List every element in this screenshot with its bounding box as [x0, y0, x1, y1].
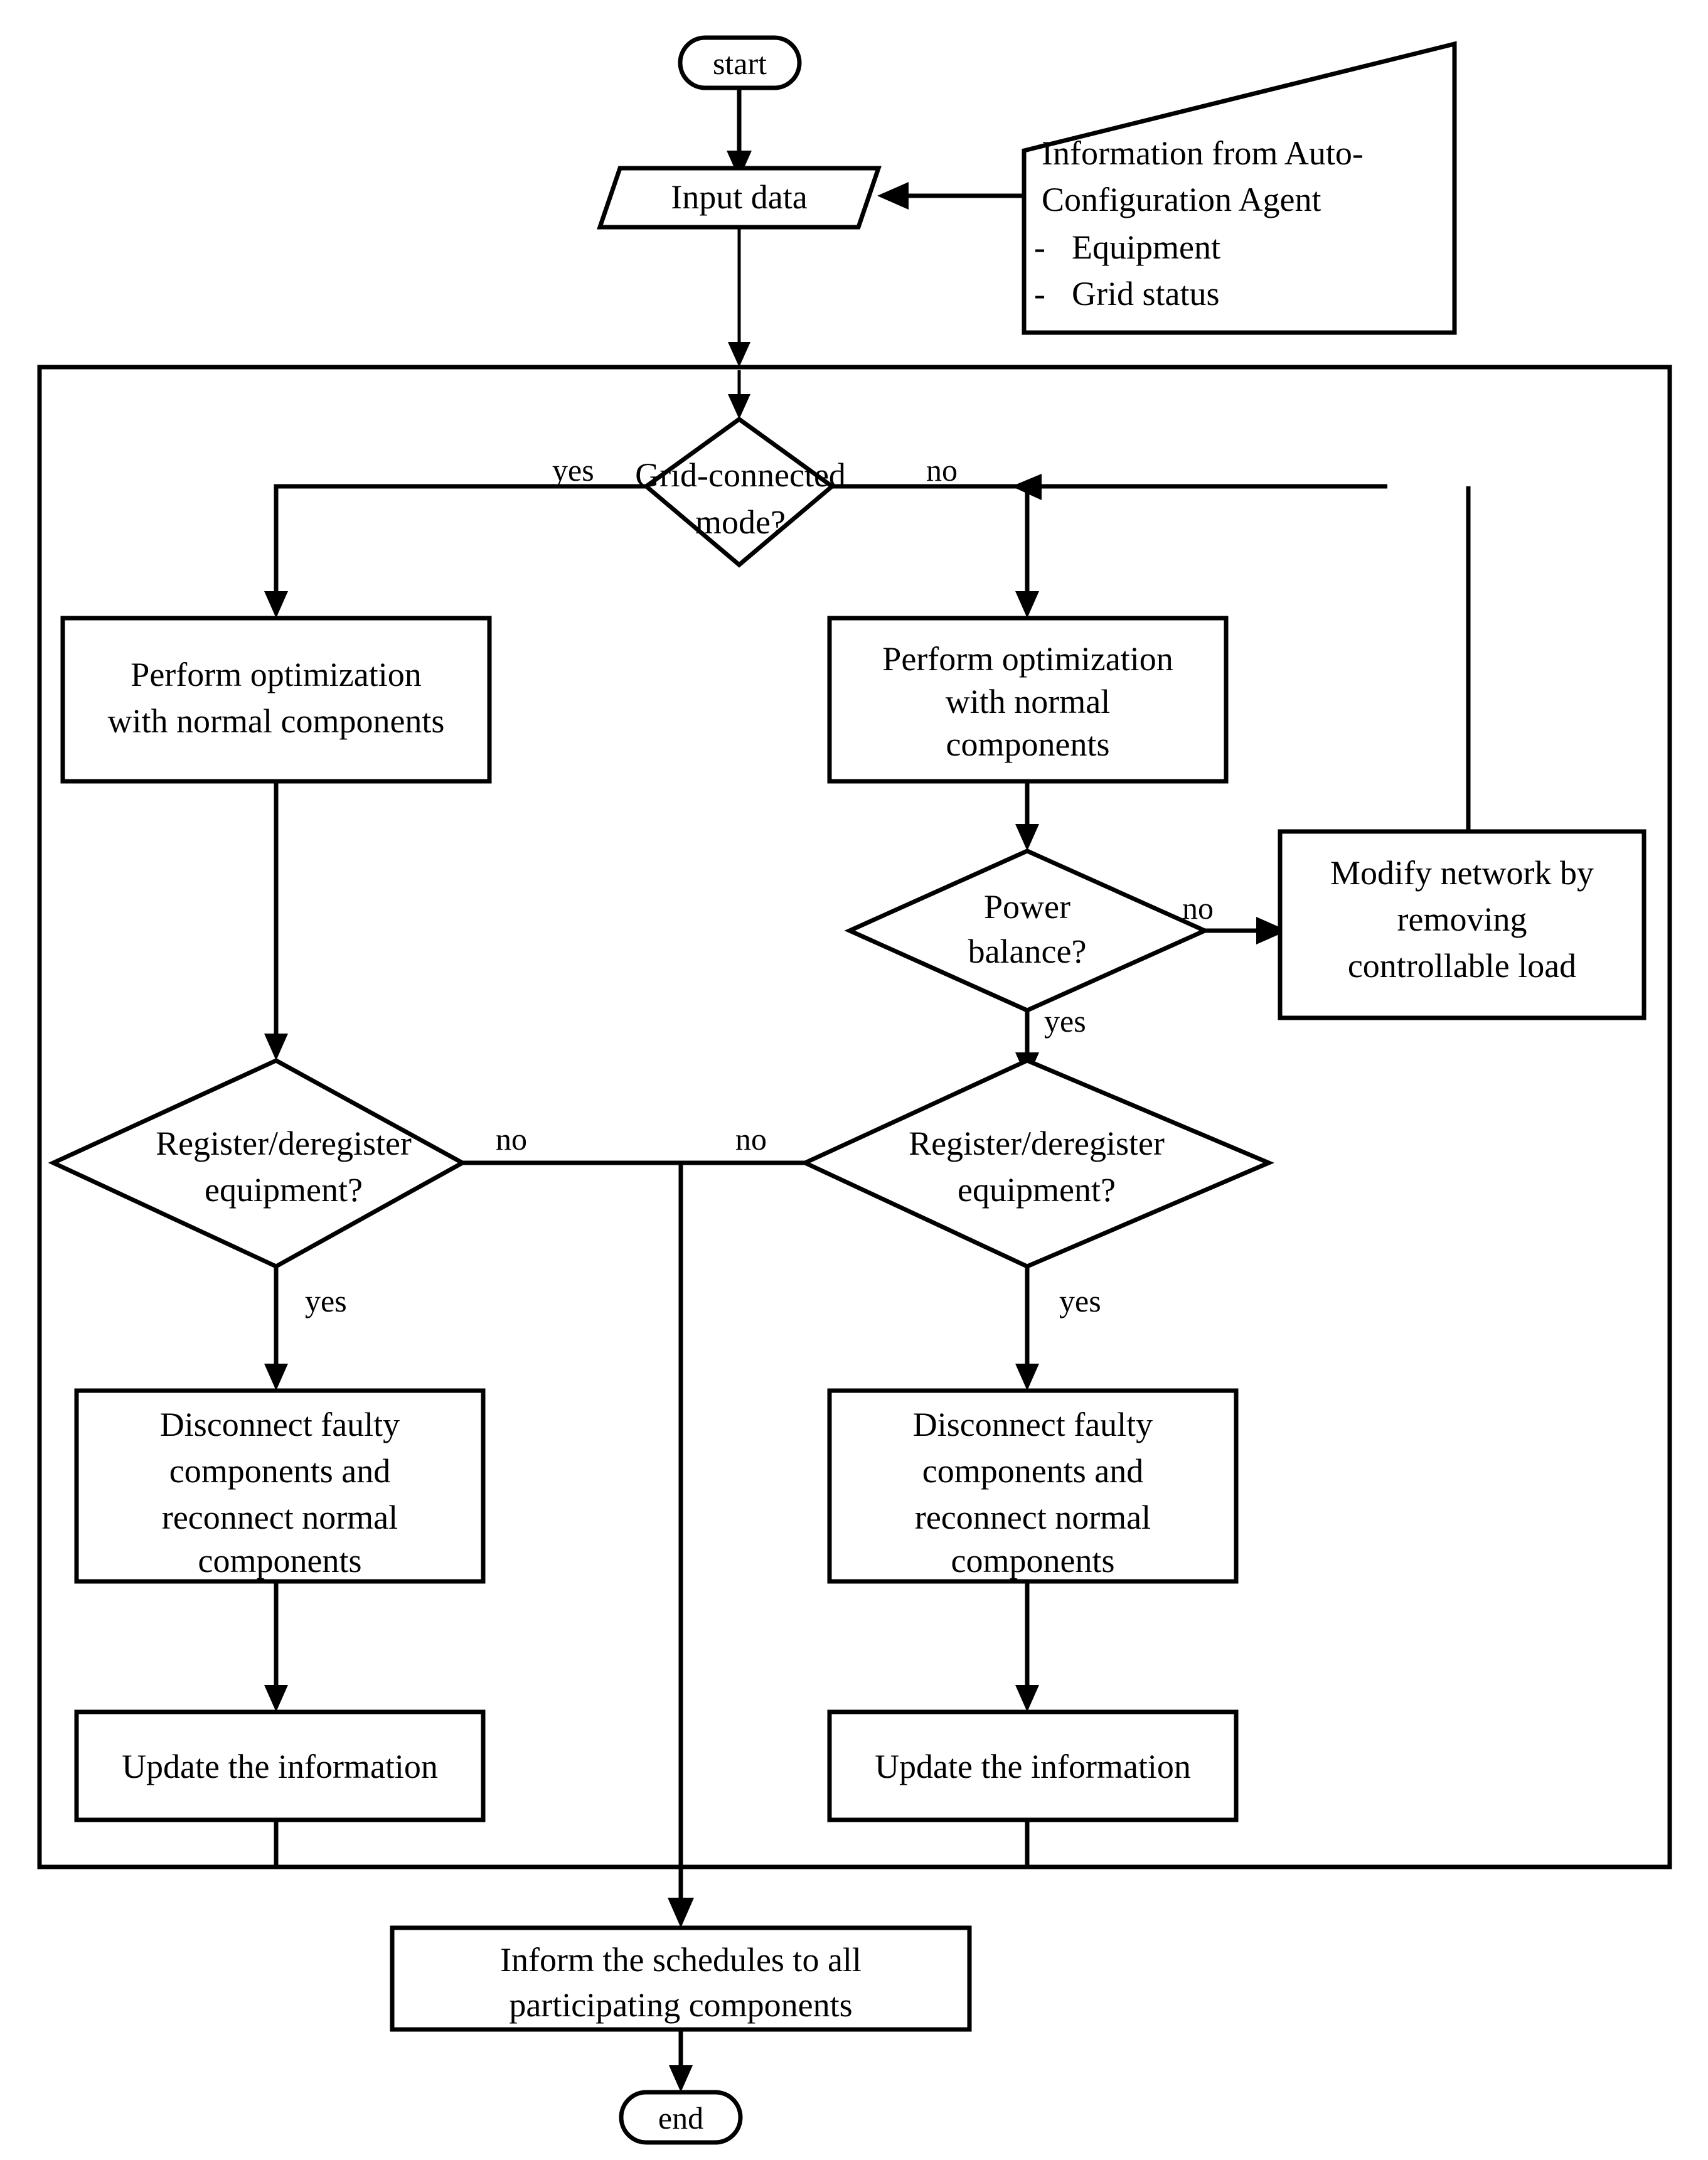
node-inform-schedules[interactable]: Inform the schedules to all participatin…: [390, 1925, 972, 2032]
edge-grid-yes: [264, 484, 646, 618]
edge-regright-yes: [1015, 1266, 1039, 1391]
edge-regleft-yes: [264, 1266, 288, 1391]
update-right-label: Update the information: [875, 1748, 1191, 1785]
power-balance-line1: Power: [984, 888, 1070, 926]
edge-grid-no: [832, 474, 1387, 618]
edge-label-grid-no: no: [926, 452, 958, 488]
node-end[interactable]: end: [619, 2090, 743, 2145]
outer-loop-border: [37, 365, 1672, 1869]
edge-label-register-right-no: no: [735, 1121, 767, 1157]
info-source-bullet2-text: Grid status: [1072, 275, 1220, 313]
disconnect-right-line2: components and: [922, 1452, 1143, 1490]
node-input-data[interactable]: Input data: [597, 166, 882, 230]
update-left-label: Update the information: [122, 1748, 438, 1785]
node-modify-network[interactable]: Modify network by removing controllable …: [1278, 829, 1647, 1020]
edge-label-register-left-yes: yes: [305, 1283, 347, 1318]
edge-inform-to-end: [669, 2029, 693, 2092]
edge-optleft-to-regleft: [264, 781, 288, 1061]
edge-start-to-input: [727, 88, 752, 179]
optimize-left-line1: Perform optimization: [131, 656, 421, 693]
node-optimize-left[interactable]: Perform optimization with normal compone…: [60, 616, 492, 784]
disconnect-right-line4: components: [951, 1542, 1115, 1580]
disconnect-left-line2: components and: [169, 1452, 390, 1490]
modify-network-line2: removing: [1397, 901, 1527, 938]
node-register-right-decision[interactable]: Register/deregister equipment?: [799, 1058, 1274, 1269]
edge-discright-to-updright: [1015, 1581, 1039, 1712]
edge-label-power-no: no: [1182, 890, 1214, 926]
node-info-source[interactable]: Information from Auto- Configuration Age…: [1022, 41, 1457, 335]
edge-register-no-merge: [462, 1160, 805, 1928]
modify-network-line1: Modify network by: [1330, 854, 1594, 892]
node-start[interactable]: start: [678, 35, 802, 90]
node-update-left[interactable]: Update the information: [74, 1709, 486, 1822]
grid-connected-line1: Grid-connected: [635, 456, 846, 494]
start-label: start: [713, 46, 767, 81]
register-right-line1: Register/deregister: [909, 1125, 1165, 1162]
power-balance-line2: balance?: [968, 933, 1087, 970]
edge-label-power-yes: yes: [1044, 1003, 1086, 1039]
register-left-line2: equipment?: [205, 1171, 363, 1209]
node-disconnect-left[interactable]: Disconnect faulty components and reconne…: [74, 1388, 486, 1584]
modify-network-line3: controllable load: [1348, 947, 1576, 985]
input-data-label: Input data: [671, 178, 807, 216]
edge-discleft-to-updleft: [264, 1581, 288, 1712]
edge-label-register-left-no: no: [496, 1121, 527, 1157]
inform-line1: Inform the schedules to all: [500, 1941, 862, 1979]
end-label: end: [658, 2100, 703, 2136]
edge-optright-to-power: [1015, 781, 1039, 851]
optimize-right-line2: with normal: [946, 683, 1110, 720]
node-optimize-right[interactable]: Perform optimization with normal compone…: [827, 616, 1229, 784]
optimize-left-line2: with normal components: [108, 702, 445, 740]
node-power-balance-decision[interactable]: Power balance?: [844, 848, 1210, 1013]
register-right-line2: equipment?: [958, 1171, 1116, 1209]
inform-line2: participating components: [509, 1986, 852, 2024]
edge-label-register-right-yes: yes: [1059, 1283, 1101, 1318]
info-source-line2: Configuration Agent: [1042, 181, 1321, 218]
disconnect-right-line3: reconnect normal: [915, 1499, 1151, 1536]
disconnect-left-line3: reconnect normal: [162, 1499, 398, 1536]
node-disconnect-right[interactable]: Disconnect faulty components and reconne…: [827, 1388, 1239, 1584]
info-source-line1: Information from Auto-: [1042, 134, 1364, 172]
disconnect-left-line1: Disconnect faulty: [160, 1406, 400, 1443]
edge-label-grid-yes: yes: [552, 452, 594, 488]
grid-connected-line2: mode?: [695, 503, 786, 541]
disconnect-right-line1: Disconnect faulty: [913, 1406, 1153, 1443]
optimize-right-line3: components: [946, 725, 1110, 763]
info-source-bullet2-marker: -: [1034, 275, 1045, 313]
edge-info-to-input: [877, 182, 1024, 210]
disconnect-left-line4: components: [198, 1542, 362, 1580]
node-grid-connected-decision[interactable]: Grid-connected mode?: [635, 416, 846, 568]
node-update-right[interactable]: Update the information: [827, 1709, 1239, 1822]
info-source-bullet1-text: Equipment: [1072, 228, 1220, 266]
info-source-bullet1-marker: -: [1034, 228, 1045, 266]
edge-input-to-grid: [728, 227, 750, 419]
optimize-right-line1: Perform optimization: [882, 640, 1173, 678]
edge-power-no: [1205, 917, 1288, 944]
node-register-left-decision[interactable]: Register/deregister equipment?: [48, 1058, 467, 1269]
register-left-line1: Register/deregister: [156, 1125, 412, 1162]
